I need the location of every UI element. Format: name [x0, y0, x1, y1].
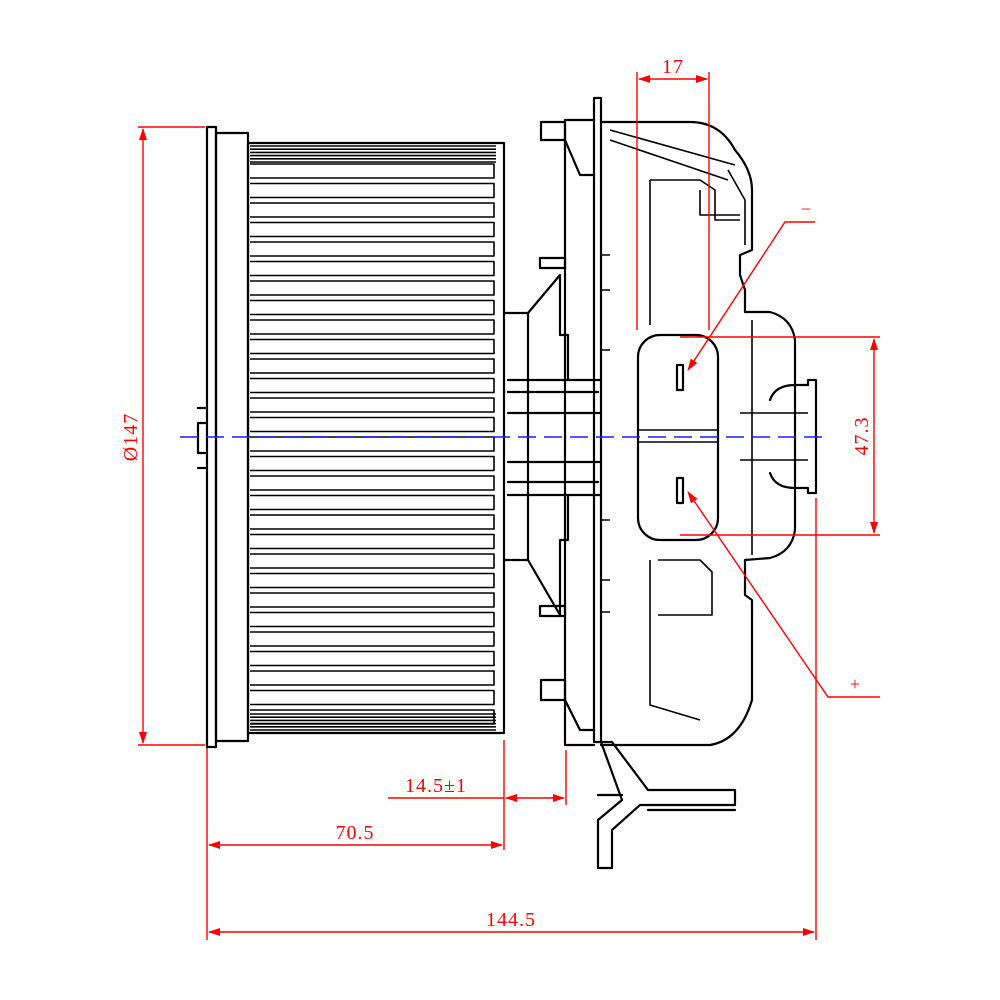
dimension-terminal-spacing: 47.3 [680, 336, 880, 536]
bottom-bracket [596, 740, 737, 870]
housing-latch [699, 190, 740, 216]
fan-blade [250, 611, 495, 628]
fan-blade [250, 299, 495, 316]
positive-terminal-label: + [850, 674, 860, 694]
fan-blade [250, 592, 495, 608]
housing-inner-wall [649, 180, 701, 721]
flange-plate [592, 96, 603, 744]
negative-terminal-label: − [801, 199, 811, 219]
housing-upper-step [650, 179, 740, 221]
fan-blade [250, 319, 495, 335]
dimension-flange-offset: 14.5±1 [388, 740, 567, 850]
fan-blade [250, 416, 495, 433]
fan-blade [250, 533, 495, 550]
housing-top-rib [609, 129, 736, 181]
dimension-connector-width: 17 [636, 56, 710, 330]
housing-outline [599, 120, 797, 747]
fan-blade [250, 494, 495, 511]
fan-blade [250, 397, 495, 413]
leader-negative: − [687, 199, 815, 371]
motor-body-lines [506, 378, 602, 497]
fan-blade [250, 358, 495, 374]
dimension-overall-length: 144.5 [208, 498, 817, 940]
terminal-positive-pin [675, 476, 685, 505]
clip-bottom-arm [563, 698, 596, 732]
wheel-cage [246, 141, 506, 735]
fan-blade [250, 475, 495, 491]
shaft-outline [506, 411, 602, 464]
fan-blade [250, 241, 495, 257]
fan-blades [250, 145, 496, 731]
bottom-bracket-edge [596, 793, 737, 812]
clip-mid-upper [538, 256, 567, 270]
overall-length-label: 144.5 [486, 909, 536, 931]
mounting-flange [538, 96, 737, 870]
fan-wheel [196, 125, 506, 749]
shaft-nut [196, 421, 207, 455]
clip-mid-lower [538, 604, 567, 618]
motor-body-inner [506, 390, 600, 484]
rear-shaft [740, 412, 808, 461]
housing-lower-step [658, 559, 713, 616]
fan-blade [250, 553, 495, 569]
dimension-wheel-width: 70.5 [206, 748, 503, 940]
housing-edge [727, 169, 746, 245]
dimension-diameter: Ø147 [120, 126, 205, 746]
fan-blade [250, 709, 495, 725]
terminal-negative-pin [675, 363, 685, 392]
fan-blade [250, 221, 495, 238]
clip-top [539, 120, 567, 142]
fan-blade [250, 436, 495, 452]
fan-blade [250, 338, 495, 355]
flange-offset-label: 14.5±1 [405, 775, 467, 797]
clip-bottom [539, 678, 567, 702]
connector-divider [638, 429, 718, 443]
flange-back [563, 118, 596, 747]
fan-blade [250, 163, 495, 179]
fan-blade [250, 260, 495, 277]
connector-width-label: 17 [662, 56, 684, 78]
fan-blade [250, 689, 495, 706]
wheel-width-label: 70.5 [336, 822, 375, 844]
fan-blade [250, 514, 495, 530]
neck-lower [502, 493, 570, 617]
flange-ticks [601, 254, 610, 613]
fan-blade [250, 650, 495, 667]
fan-blade [250, 455, 495, 472]
diameter-label: Ø147 [120, 413, 142, 461]
fan-blade [250, 280, 495, 296]
neck-upper [502, 273, 570, 382]
clip-top-arm [563, 138, 596, 177]
fan-blade [250, 202, 495, 218]
fan-blade [250, 670, 495, 686]
motor-neck [502, 273, 602, 617]
terminal-spacing-label: 47.3 [851, 417, 873, 456]
shaft-nut-edge [196, 406, 207, 470]
fan-blade [250, 572, 495, 589]
fan-blade [250, 631, 495, 647]
leader-positive: + [687, 491, 880, 698]
fan-blade [250, 377, 495, 394]
fan-blade [250, 182, 495, 199]
